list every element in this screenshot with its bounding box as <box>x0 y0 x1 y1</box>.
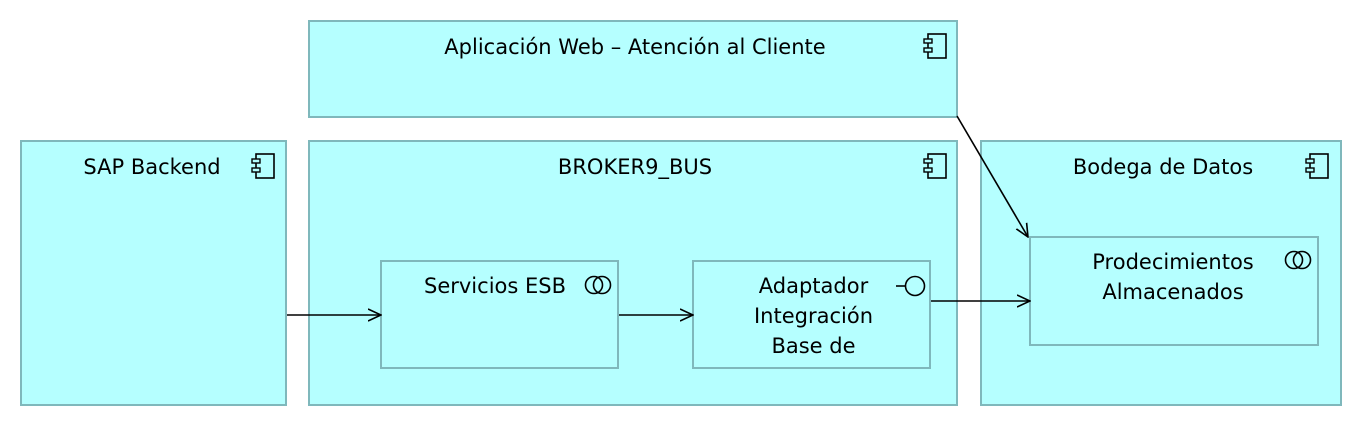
adaptador-line-1: Adaptador <box>758 274 869 298</box>
sap-backend-label: SAP Backend <box>83 155 221 179</box>
web-app-component[interactable]: Aplicación Web – Atención al Cliente <box>308 20 958 118</box>
interface-icon <box>896 275 926 297</box>
adaptador-interface[interactable]: Adaptador Integración Base de <box>692 260 931 369</box>
adaptador-label: Adaptador Integración Base de <box>694 271 933 361</box>
procedimientos-line-2: Almacenados <box>1102 280 1244 304</box>
web-app-label: Aplicación Web – Atención al Cliente <box>444 35 826 59</box>
servicios-esb-label: Servicios ESB <box>424 274 566 298</box>
bodega-datos-label: Bodega de Datos <box>1072 155 1254 179</box>
component-icon <box>923 153 947 179</box>
component-icon <box>1305 153 1329 179</box>
servicios-esb-service[interactable]: Servicios ESB <box>380 260 619 369</box>
procedimientos-service[interactable]: Prodecimientos Almacenados <box>1029 236 1319 346</box>
procedimientos-label: Prodecimientos Almacenados <box>1031 247 1315 307</box>
component-icon <box>923 33 947 59</box>
component-icon <box>251 153 275 179</box>
procedimientos-line-1: Prodecimientos <box>1092 250 1254 274</box>
edge-webapp-to-procedimientos <box>956 115 1028 237</box>
broker-bus-label: BROKER9_BUS <box>557 155 713 179</box>
sap-backend-component[interactable]: SAP Backend <box>20 140 287 406</box>
adaptador-line-2: Integración <box>753 304 874 328</box>
service-icon <box>1284 250 1312 270</box>
service-icon <box>584 275 612 295</box>
adaptador-line-3: Base de <box>771 334 856 358</box>
